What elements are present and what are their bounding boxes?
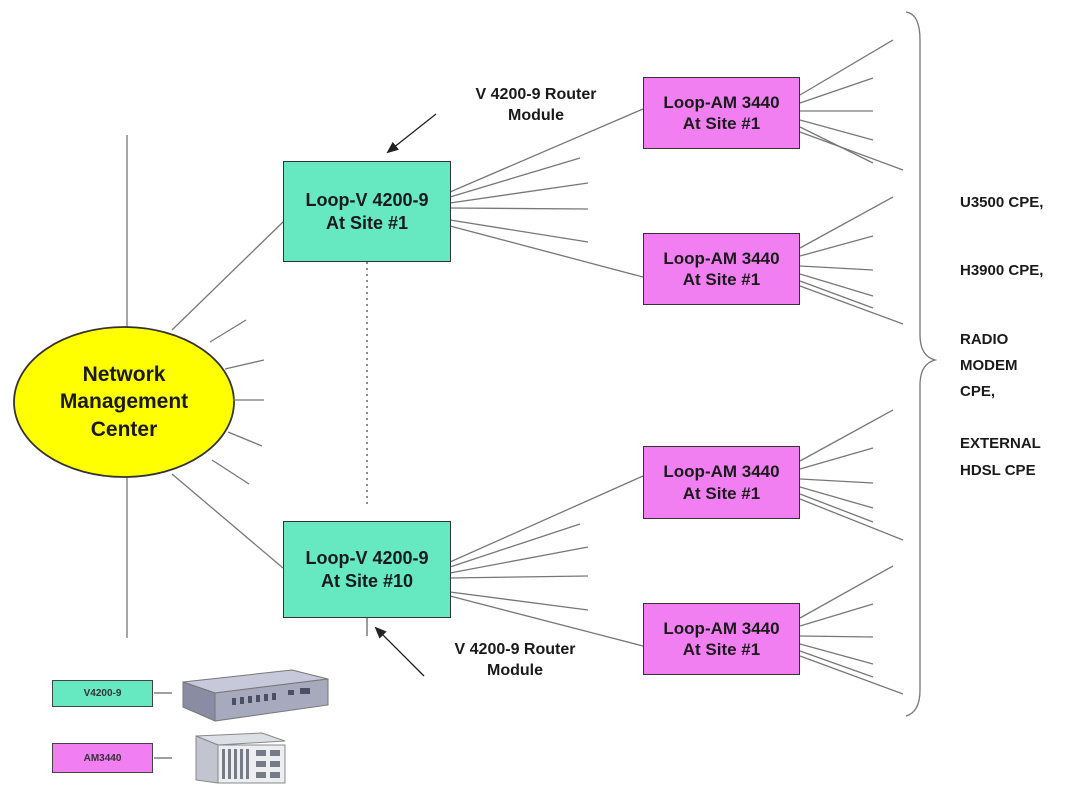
cpe-item-cpe: CPE, — [960, 383, 996, 400]
am3440-node-4: Loop-AM 3440 At Site #1 — [643, 603, 800, 675]
am3440-node-site: At Site #1 — [682, 270, 761, 289]
legend-am3440-label: AM3440 — [83, 752, 122, 764]
nmc-line2: Management — [59, 390, 189, 414]
cpe-item-modem: MODEM — [960, 356, 1018, 374]
v4200-node-site1: Loop-V 4200-9 At Site #1 — [283, 161, 451, 262]
nmc-ellipse — [13, 326, 235, 478]
am3440-node-3: Loop-AM 3440 At Site #1 — [643, 446, 800, 519]
cpe-list: U3500 CPE, H3900 CPE, RADIO MODEM CPE, E… — [960, 190, 1043, 484]
am3440-1-fanout — [799, 39, 904, 171]
am3440-node-2: Loop-AM 3440 At Site #1 — [643, 233, 800, 305]
v4200-device-image — [182, 669, 329, 722]
router-module-label-top: V 4200-9 Router Module — [436, 85, 636, 127]
router-arrow-top — [386, 113, 437, 154]
am3440-node-site: At Site #1 — [682, 483, 761, 503]
cpe-item-u3500: U3500 CPE, — [960, 194, 1044, 211]
cpe-item-radio: RADIO — [960, 330, 1009, 348]
am3440-node-model: Loop-AM 3440 — [663, 248, 780, 268]
router-label-line2: Module — [508, 106, 564, 124]
am3440-node-model: Loop-AM 3440 — [663, 92, 780, 112]
v4200-node-model: Loop-V 4200-9 — [305, 548, 429, 568]
legend-v4200-box: V4200-9 — [52, 680, 153, 707]
v4200-node-model: Loop-V 4200-9 — [305, 190, 429, 210]
legend-am3440-box: AM3440 — [52, 743, 153, 773]
nmc-line1: Network — [82, 363, 166, 387]
am3440-node-site: At Site #1 — [682, 114, 761, 133]
v4200-site10-fanout — [449, 475, 644, 647]
cpe-item-hdsl: HDSL CPE — [960, 461, 1036, 479]
router-label-line1: V 4200-9 Router — [475, 86, 597, 103]
nmc-spokes — [171, 221, 284, 569]
router-label-line1: V 4200-9 Router — [454, 641, 576, 658]
am3440-node-1: Loop-AM 3440 At Site #1 — [643, 77, 800, 149]
router-arrow-bottom — [374, 626, 425, 677]
cpe-item-external: EXTERNAL — [960, 435, 1041, 453]
am3440-2-fanout — [799, 196, 904, 325]
router-module-label-bottom: V 4200-9 Router Module — [415, 640, 615, 682]
nmc-line3: Center — [90, 417, 158, 441]
router-label-line2: Module — [487, 661, 543, 679]
am3440-3-fanout — [799, 409, 904, 541]
v4200-node-site: At Site #1 — [325, 212, 409, 233]
am3440-node-model: Loop-AM 3440 — [663, 618, 780, 638]
am3440-device-image — [195, 732, 286, 784]
am3440-node-site: At Site #1 — [682, 640, 761, 659]
v4200-node-site: At Site #10 — [320, 570, 414, 591]
nmc-label: Network Management Center — [24, 352, 224, 452]
v4200-node-site10: Loop-V 4200-9 At Site #10 — [283, 521, 451, 618]
legend-v4200-label: V4200-9 — [83, 688, 122, 699]
am3440-node-model: Loop-AM 3440 — [663, 462, 780, 482]
cpe-item-h3900: H3900 CPE, — [960, 262, 1044, 280]
cpe-brace — [905, 11, 938, 717]
am3440-4-fanout — [799, 565, 904, 695]
v4200-site1-fanout — [449, 108, 644, 278]
